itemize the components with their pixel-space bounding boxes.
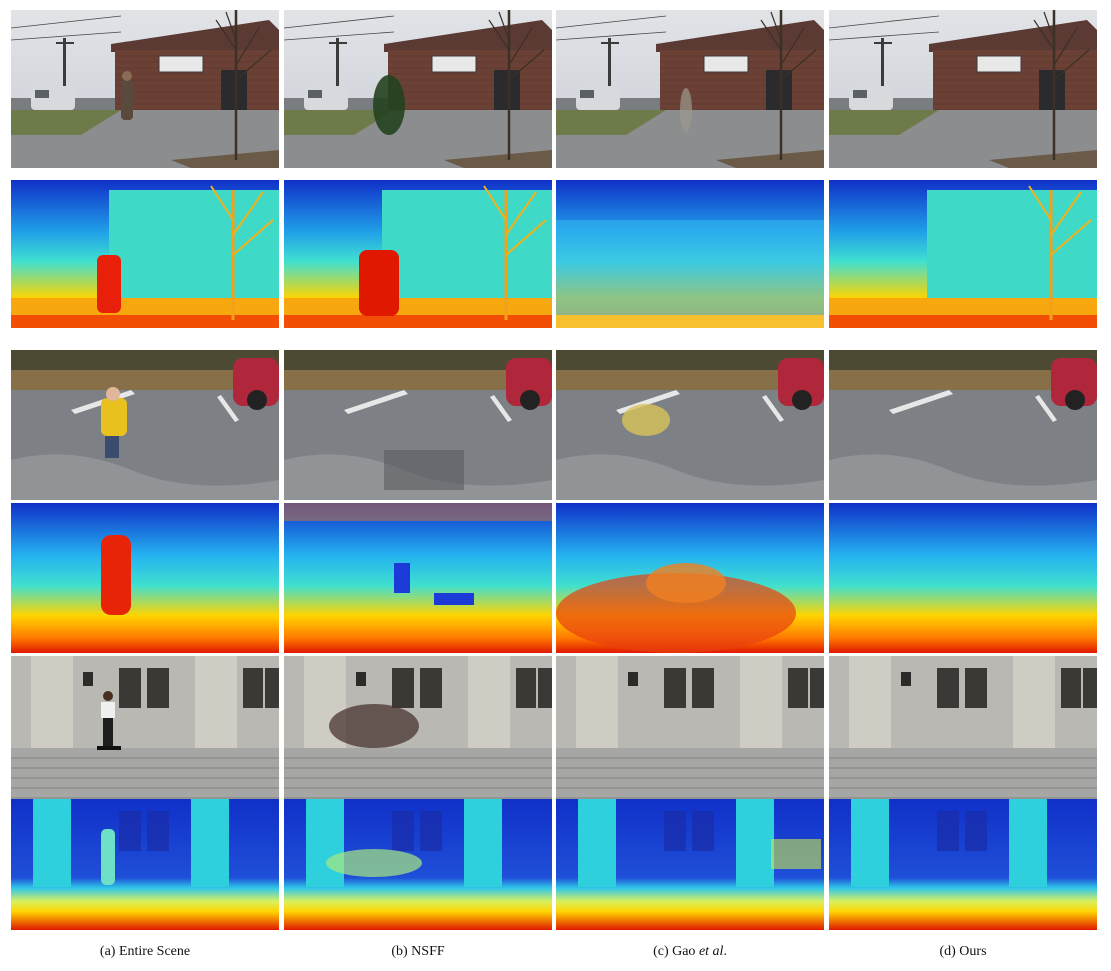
panel-steps-rgb-entire	[11, 656, 279, 804]
panel-parking-rgb-ours	[829, 350, 1097, 500]
panel-parking-depth-entire	[11, 503, 279, 653]
figure-grid	[11, 10, 1098, 930]
panel-building-depth-nsff	[284, 180, 552, 328]
panel-parking-depth-nsff	[284, 503, 552, 653]
panel-building-rgb-gao	[556, 10, 824, 168]
caption-entire-scene: (a) Entire Scene	[99, 944, 191, 959]
panel-steps-rgb-ours	[829, 656, 1097, 804]
panel-building-depth-ours	[829, 180, 1097, 328]
panel-parking-depth-gao	[556, 503, 824, 653]
panel-building-rgb-entire	[11, 10, 279, 168]
panel-steps-rgb-gao	[556, 656, 824, 804]
panel-parking-rgb-entire	[11, 350, 279, 500]
panel-steps-depth-nsff	[284, 799, 552, 930]
panel-steps-depth-entire	[11, 799, 279, 930]
panel-parking-depth-ours	[829, 503, 1097, 653]
panel-parking-rgb-gao	[556, 350, 824, 500]
panel-steps-rgb-nsff	[284, 656, 552, 804]
caption-ours: (d) Ours	[939, 944, 987, 959]
panel-parking-rgb-nsff	[284, 350, 552, 500]
panel-steps-depth-gao	[556, 799, 824, 930]
panel-building-depth-entire	[11, 180, 279, 328]
panel-steps-depth-ours	[829, 799, 1097, 930]
panel-building-rgb-ours	[829, 10, 1097, 168]
panel-building-depth-gao	[556, 180, 824, 328]
caption-gao-et-al: (c) Gao et al.	[653, 944, 727, 959]
caption-nsff: (b) NSFF	[391, 944, 445, 959]
panel-building-rgb-nsff	[284, 10, 552, 168]
